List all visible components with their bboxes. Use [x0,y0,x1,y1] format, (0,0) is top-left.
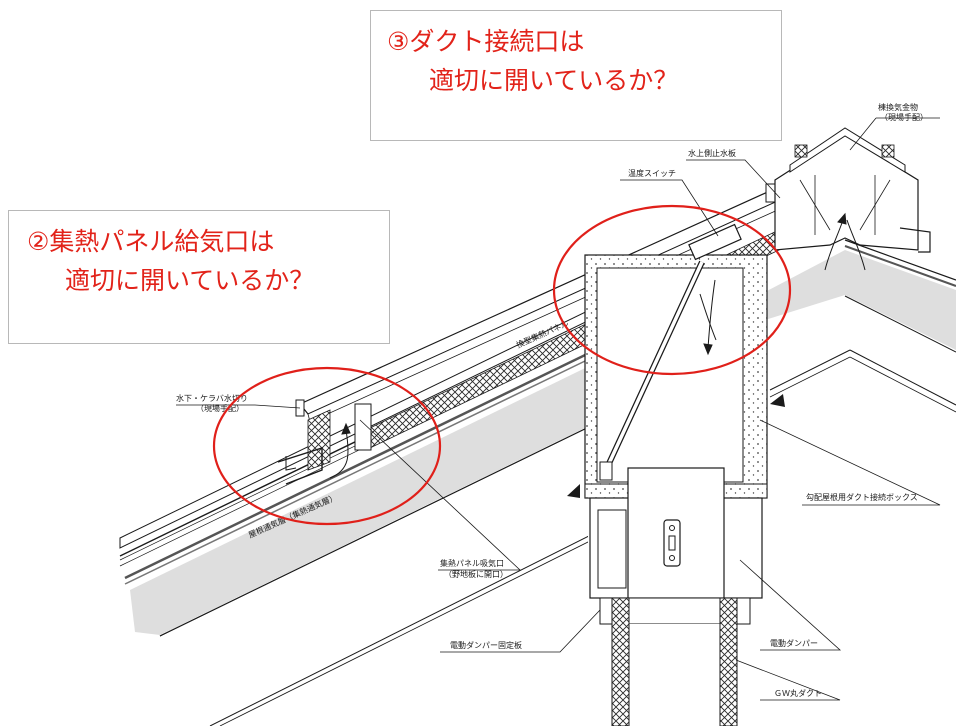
check-circle-duct-opening [552,204,792,376]
pointer-marker [567,484,580,498]
check-circle-panel-intake [212,366,442,526]
motor-damper [589,467,763,625]
airflow-arrows [329,212,866,479]
label-damper-plate: 電動ダンパー固定板 [450,640,522,650]
callout-duct-line1: ③ダクト接続口は [387,27,585,56]
callout-duct-line2: 適切に開いているか？ [429,65,679,95]
label-ridge-fitting-note: （現場手配） [880,112,928,122]
left-roof-section [119,310,588,726]
label-damper: 電動ダンパー [770,638,818,648]
label-ridge-fitting: 棟換気金物 [878,102,918,112]
pointer-marker [770,394,785,407]
label-water-stop: 水上側止水板 [688,148,736,158]
label-intake-note: （野地板に開口） [444,569,508,579]
label-eave-flashing: 水下・ケラバ水切り [176,393,248,403]
label-duct-box: 勾配屋根用ダクト接続ボックス [806,492,918,502]
label-temp-switch: 温度スイッチ [628,168,676,178]
right-roof-section [765,239,956,413]
label-gw-duct: ＧＷ丸ダクト [774,688,822,698]
ridge-vent-fitting [774,127,931,253]
callout-panel-line2: 適切に開いているか？ [65,265,315,295]
leader-lines [176,117,941,701]
label-eave-flashing-note: （現場手配） [196,403,244,413]
callout-panel-line1: ②集熱パネル給気口は [27,227,275,256]
label-intake: 集熱パネル吸気口 [440,558,504,568]
eave-flashing [277,447,323,485]
callout-panel-intake: ②集熱パネル給気口は 適切に開いているか？ [8,210,390,344]
gw-round-duct [611,597,738,726]
temperature-switch-arm [599,223,742,481]
callout-duct-opening: ③ダクト接続口は 適切に開いているか？ [370,10,782,141]
